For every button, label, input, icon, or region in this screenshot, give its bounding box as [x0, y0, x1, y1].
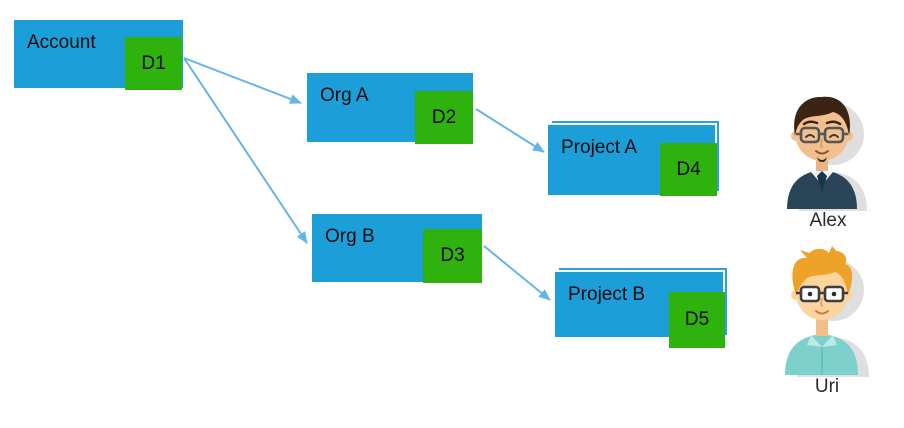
badge-d5: D5	[669, 292, 725, 348]
avatar-alex	[787, 96, 867, 211]
user-label-alex: Alex	[809, 210, 847, 231]
edge-org-b-to-project-b	[483, 245, 551, 301]
avatar-uri	[785, 246, 869, 377]
edge-account-to-org-a	[183, 57, 302, 104]
badge-d3: D3	[423, 229, 482, 283]
edge-account-to-org-b	[183, 57, 308, 244]
badge-d2: D2	[415, 91, 473, 144]
badge-d4: D4	[660, 143, 717, 196]
user-label-uri: Uri	[814, 376, 840, 397]
edge-org-a-to-project-a	[475, 108, 545, 153]
badge-d1: D1	[125, 37, 182, 90]
